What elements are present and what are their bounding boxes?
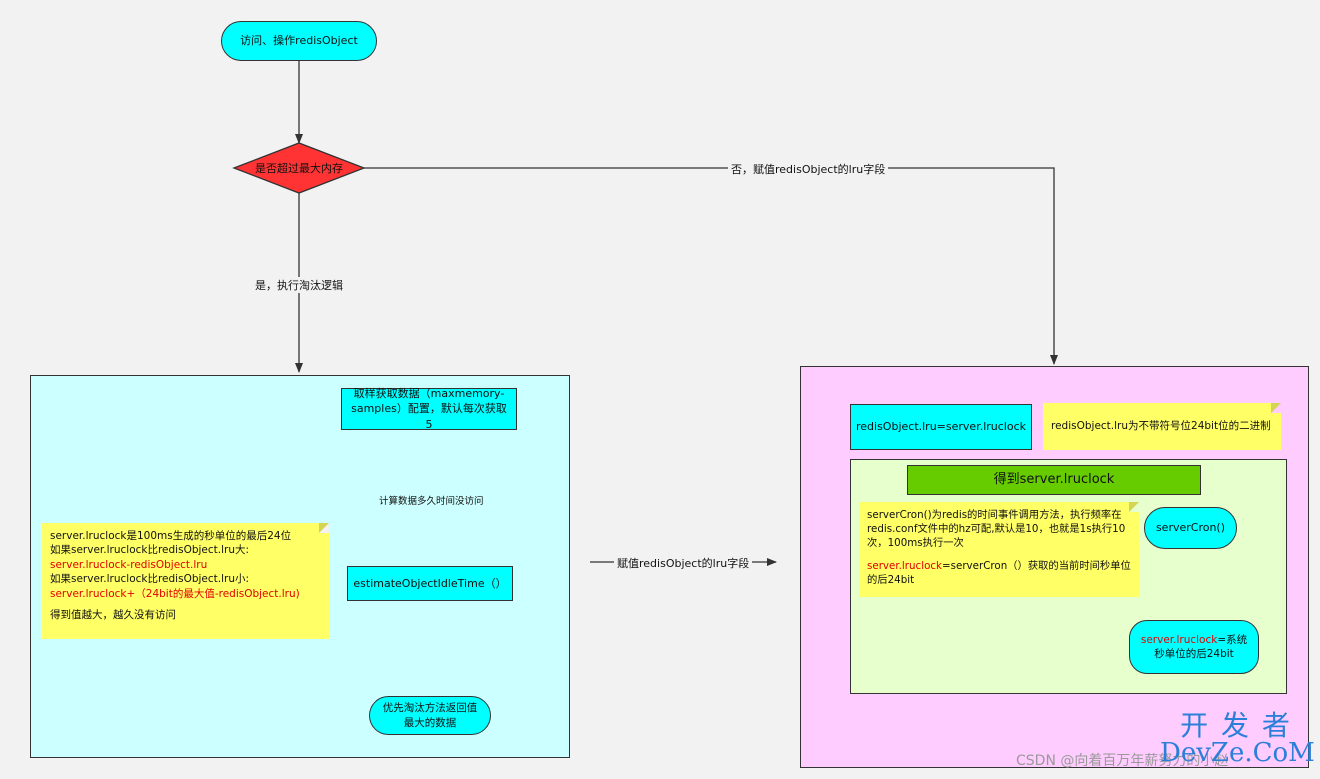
decision-diamond [232, 142, 366, 194]
inner-header: 得到server.lruclock [907, 465, 1201, 495]
start-label: 访问、操作redisObject [240, 33, 358, 47]
devze-logo-bottom: DevZe.CoM [1160, 738, 1315, 768]
servercron-node: serverCron() [1144, 507, 1237, 549]
note-fold-icon [1271, 403, 1281, 413]
note-line: 得到值越大，越久没有访问 [50, 609, 176, 622]
inner-header-label: 得到server.lruclock [993, 471, 1115, 487]
edge-label-calc: 计算数据多久时间没访问 [376, 493, 487, 507]
evict-end-label: 优先淘汰方法返回值最大的数据 [382, 702, 478, 729]
result-node-text: server.lruclock=系统秒单位的后24bit [1136, 633, 1252, 661]
lruclock-note: server.lruclock是100ms生成的秒单位的最后24位 如果serv… [42, 523, 329, 639]
devze-logo: 开 发 者 DevZe.CoM [1160, 709, 1315, 768]
note-rest-text: =serverCron（）获取的当前时间秒单位的后24bit [867, 559, 1131, 586]
assign-box: redisObject.lru=server.lruclock [850, 404, 1032, 450]
edge-label-middle: 赋值redisObject的lru字段 [614, 555, 753, 571]
note-red-text: server.lruclock [867, 559, 942, 572]
decision-label: 是否超过最大内存 [255, 162, 343, 175]
servercron-note-line2: server.lruclock=serverCron（）获取的当前时间秒单位的后… [867, 559, 1131, 587]
start-node: 访问、操作redisObject [221, 21, 377, 61]
edge-decision-no [364, 167, 1058, 365]
csdn-watermark: CSDN @向着百万年薪努力的小赵 [1016, 753, 1229, 769]
servercron-note-text: serverCron()为redis的时间事件调用方法，执行频率在redis.c… [867, 509, 1126, 550]
note-line-red: server.lruclock+（24bit的最大值-redisObject.l… [50, 587, 300, 600]
devze-logo-top: 开 发 者 [1180, 709, 1292, 742]
result-rest-text: =系统秒单位的后24bit [1154, 633, 1248, 660]
servercron-node-label: serverCron() [1155, 520, 1226, 534]
note-fold-icon [319, 523, 329, 533]
note-line: 如果server.lruclock比redisObject.lru大: [50, 544, 250, 557]
edge-label-no: 否，赋值redisObject的lru字段 [728, 161, 889, 177]
sample-box: 取样获取数据（maxmemory-samples）配置，默认每次获取5 [341, 386, 517, 431]
estimate-box: estimateObjectIdleTime（） [347, 566, 513, 601]
note-line: 如果server.lruclock比redisObject.lru小: [50, 573, 250, 586]
edge-label-yes: 是，执行淘汰逻辑 [252, 277, 346, 293]
assign-box-label: redisObject.lru=server.lruclock [855, 420, 1027, 434]
servercron-note: serverCron()为redis的时间事件调用方法，执行频率在redis.c… [859, 502, 1139, 597]
evict-end-node: 优先淘汰方法返回值最大的数据 [369, 696, 491, 735]
estimate-box-label: estimateObjectIdleTime（） [353, 576, 507, 590]
lru-bits-note-text: redisObject.lru为不带符号位24bit位的二进制 [1051, 420, 1271, 433]
note-fold-icon [1129, 502, 1139, 512]
note-line-red: server.lruclock-redisObject.lru [50, 558, 208, 571]
result-red-text: server.lruclock [1140, 633, 1218, 646]
sample-box-label: 取样获取数据（maxmemory-samples）配置，默认每次获取5 [351, 386, 507, 431]
result-node: server.lruclock=系统秒单位的后24bit [1129, 620, 1259, 674]
note-line: server.lruclock是100ms生成的秒单位的最后24位 [50, 530, 292, 542]
lru-bits-note: redisObject.lru为不带符号位24bit位的二进制 [1043, 403, 1281, 450]
